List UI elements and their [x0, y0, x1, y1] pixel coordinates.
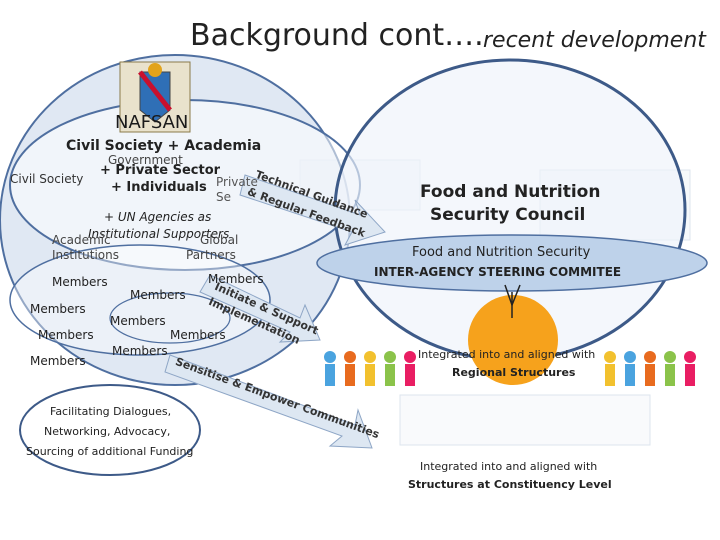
steering-committee-ellipse [316, 234, 708, 292]
institutional-supporters-label: Institutional Supporters [88, 227, 230, 241]
civil-academia-label: Civil Society + Academia [66, 138, 262, 154]
institutions-label: Institutions [52, 248, 119, 262]
global-label: Global [200, 233, 239, 247]
members-label: Members [208, 272, 264, 286]
members-label: Members [38, 328, 94, 342]
people-icons [324, 351, 696, 386]
council-title-line2: Security Council [430, 205, 586, 225]
nafsan-label: NAFSAN [115, 112, 189, 133]
regional-circle [468, 295, 558, 385]
facilitating-line3: Sourcing of additional Funding [26, 445, 194, 458]
academic-label: Academic [52, 233, 111, 247]
members-ellipse [9, 244, 271, 356]
facilitating-line2: Networking, Advocacy, [44, 425, 171, 438]
members-label: Members [112, 344, 168, 358]
private-sector-label: + Private Sector [100, 163, 221, 178]
private-se-label: Se [216, 190, 231, 204]
facilitating-ellipse [19, 384, 201, 476]
members-label: Members [30, 302, 86, 316]
steering-line1: Food and Nutrition Security [412, 245, 591, 260]
un-agencies-label: + UN Agencies as [104, 210, 212, 224]
slide-subtitle: recent development [483, 28, 706, 53]
individuals-label: + Individuals [111, 180, 207, 195]
arrow-sensitise [164, 354, 373, 449]
regional-line2: Regional Structures [452, 366, 576, 379]
members-label: Members [110, 314, 166, 328]
coat-of-arms-logo [119, 61, 191, 133]
civil-society-label: Civil Society [10, 172, 84, 186]
facilitating-line1: Facilitating Dialogues, [50, 405, 172, 418]
arrow-initiate-support [199, 274, 321, 343]
government-label: Government [108, 153, 183, 167]
constituency-line1: Integrated into and aligned with [420, 460, 598, 473]
members-label: Members [30, 354, 86, 368]
private-label: Private [216, 175, 258, 189]
slide-title: Background cont…. [190, 18, 484, 53]
constituency-line2: Structures at Constituency Level [408, 478, 612, 491]
steering-line2: INTER-AGENCY STEERING COMMITEE [374, 265, 622, 279]
members-label: Members [52, 275, 108, 289]
members-label: Members [130, 288, 186, 302]
arrow-technical-guidance [239, 174, 386, 246]
members-label: Members [170, 328, 226, 342]
partners-label: Partners [186, 248, 236, 262]
council-title-line1: Food and Nutrition [420, 182, 601, 202]
regional-line1: Integrated into and aligned with [418, 348, 596, 361]
